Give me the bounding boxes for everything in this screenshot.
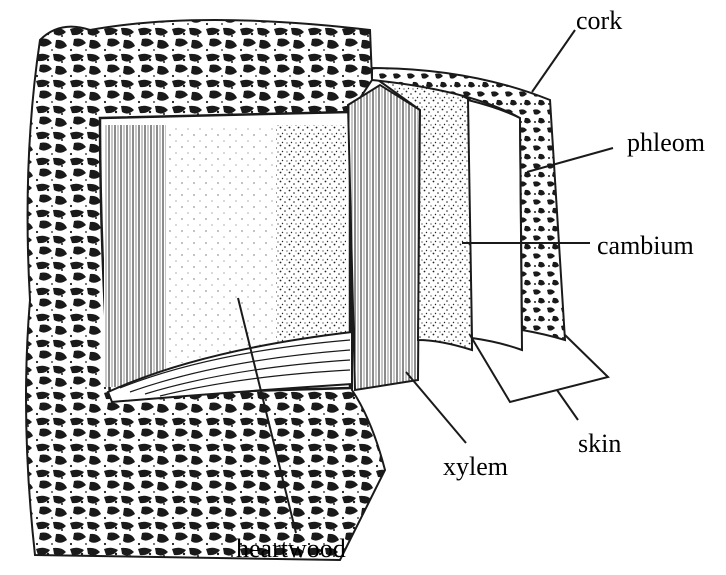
window-grain-left (104, 125, 166, 387)
heartwood-center (166, 125, 276, 363)
label-xylem: xylem (443, 454, 508, 480)
leader-xylem (406, 372, 466, 443)
window-grain-right (276, 125, 346, 365)
skin-bracket (470, 335, 608, 402)
leader-cork (532, 30, 575, 92)
label-heartwood: heartwood (236, 536, 346, 562)
label-cambium: cambium (597, 233, 694, 259)
label-cork: cork (576, 8, 622, 34)
label-skin: skin (578, 431, 621, 457)
xylem-layer (348, 85, 420, 390)
skin-layer (468, 100, 522, 350)
leader-skin (557, 390, 578, 420)
label-phleom: phleom (627, 130, 705, 156)
